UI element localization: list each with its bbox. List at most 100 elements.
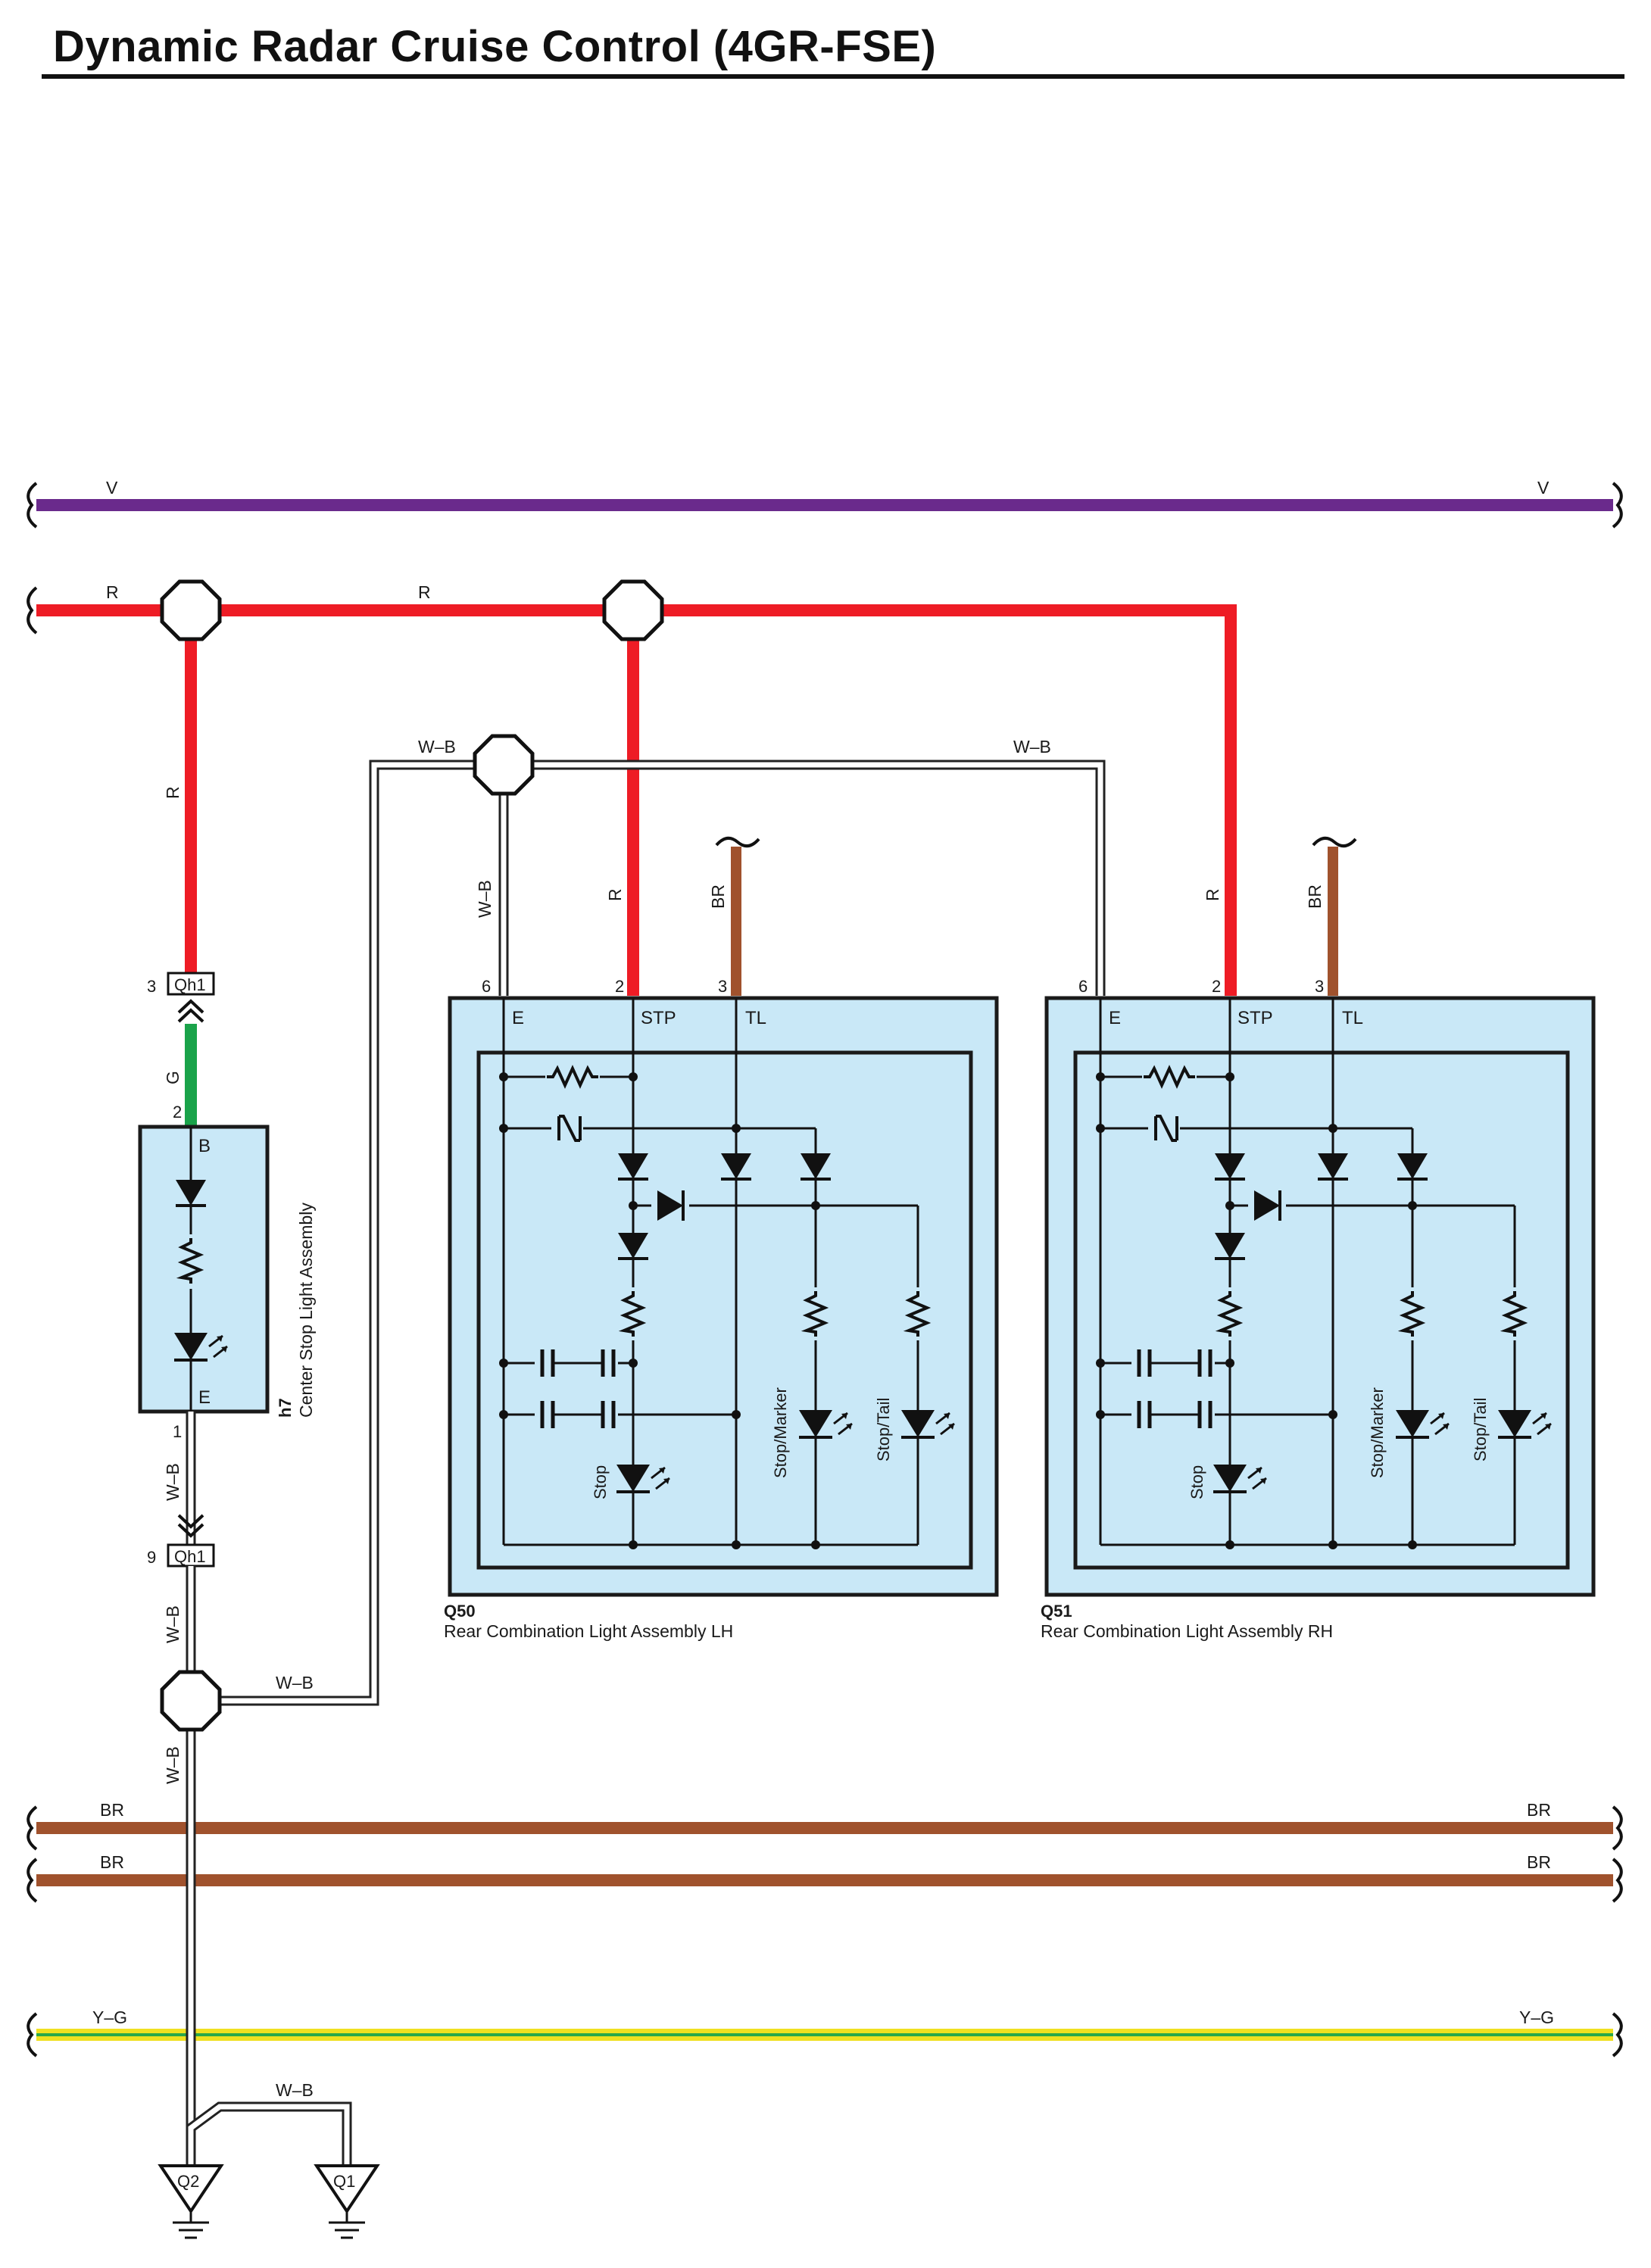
q51-internal-circuit: Stop Stop/Marker Stop/Tail (1096, 998, 1553, 1549)
connector-arrow-icon (177, 1523, 204, 1538)
bus-br-2: BR BR (27, 1852, 1623, 1903)
ground-symbol-icon (314, 2164, 380, 2214)
terminal-label: TL (745, 1008, 766, 1028)
wire-label: BR (1527, 1800, 1551, 1820)
wire-break-icon (1612, 482, 1623, 529)
pin-label: 2 (615, 977, 624, 996)
wire-label: R (418, 582, 431, 602)
wire-break-icon (1312, 836, 1357, 848)
wire-label: R (106, 582, 119, 602)
wire-break-icon (715, 836, 760, 848)
bulb-label: Stop/Marker (1368, 1387, 1387, 1478)
wire-label: W–B (1013, 737, 1051, 757)
component-code: Q51 (1041, 1602, 1072, 1621)
wire-label: W–B (163, 1746, 183, 1784)
terminal-label: E (512, 1008, 524, 1028)
wire-break-icon (27, 482, 38, 529)
wire-label: G (163, 1071, 183, 1084)
h7-branch: Qh1 3 G 2 B E h7 Center Stop Light Assem… (138, 972, 316, 2166)
wire-wb-top: W–B W–B W–B (191, 737, 1106, 1706)
wire-label: W–B (475, 880, 495, 918)
ground-label: Q1 (333, 2172, 355, 2191)
bulb-label: Stop/Marker (771, 1387, 790, 1478)
wire-label: W–B (418, 737, 456, 757)
terminal-label: TL (1342, 1008, 1363, 1028)
ground-symbol-icon (158, 2164, 224, 2214)
pin-label: 6 (482, 977, 491, 996)
bus-r: R R R R R (27, 582, 1237, 996)
pin-label: 3 (1315, 977, 1324, 996)
wire-label: BR (1527, 1852, 1551, 1872)
wire-label: V (106, 478, 118, 498)
wire-label: R (605, 888, 625, 901)
page-title: Dynamic Radar Cruise Control (4GR-FSE) (53, 22, 937, 71)
wire-break-icon (1612, 1858, 1623, 1903)
pin-label: 2 (1212, 977, 1221, 996)
wire-break-icon (1612, 1805, 1623, 1851)
ground-label: Q2 (177, 2172, 199, 2191)
junction-octagon-icon (162, 582, 220, 639)
wire-label: BR (100, 1852, 124, 1872)
wire-break-icon (27, 1805, 38, 1851)
junction-octagon-icon (475, 736, 532, 794)
component-name: Rear Combination Light Assembly LH (444, 1621, 733, 1641)
junction-octagon-icon (604, 582, 662, 639)
title-rule (42, 74, 1624, 79)
connector-qh1-bottom (167, 1543, 215, 1568)
connector-label: Qh1 (174, 1547, 206, 1566)
terminal-label: B (198, 1136, 211, 1156)
terminal-label: STP (1237, 1008, 1273, 1028)
component-code: h7 (276, 1398, 295, 1418)
ground-branch: W–B Q2 Q1 (158, 2080, 380, 2239)
wire-label: Y–G (1519, 2008, 1554, 2027)
q50-rear-combination-light-lh: 6 2 3 E STP TL (444, 977, 999, 1641)
wire-break-icon (27, 586, 38, 635)
wire-break-icon (27, 2012, 38, 2057)
pin-label: 2 (173, 1103, 182, 1122)
wire-label: V (1537, 478, 1550, 498)
q51-rear-combination-light-rh: 6 2 3 E STP TL (1041, 977, 1596, 1641)
wire-label: W–B (163, 1463, 183, 1501)
component-code: Q50 (444, 1602, 476, 1621)
wire-label: BR (1305, 884, 1325, 909)
connector-arrow-icon (177, 1514, 204, 1529)
terminal-label: STP (641, 1008, 676, 1028)
q50-internal-circuit: Stop Stop/Marker Stop/Tail (499, 998, 956, 1549)
wire-label: W–B (163, 1605, 183, 1643)
connector-arrow-icon (177, 1008, 204, 1023)
ground-q1: Q1 (314, 2164, 380, 2239)
component-name: Center Stop Light Assembly (296, 1203, 316, 1418)
connector-qh1-top (167, 972, 215, 996)
connector-arrow-icon (177, 999, 204, 1014)
pin-label: 3 (147, 977, 156, 996)
wire-break-icon (1612, 2012, 1623, 2057)
pin-label: 1 (173, 1422, 182, 1441)
wire-label: Y–G (92, 2008, 127, 2027)
wire-break-icon (27, 1858, 38, 1903)
wire-label: BR (100, 1800, 124, 1820)
pin-label: 3 (718, 977, 727, 996)
bus-yg: Y–G Y–G (27, 2008, 1623, 2057)
connector-label: Qh1 (174, 975, 206, 994)
junction-octagon-icon (162, 1672, 220, 1730)
pin-label: 6 (1078, 977, 1088, 996)
pin-label: 9 (147, 1548, 156, 1567)
bulb-label: Stop (591, 1465, 610, 1499)
wire-br-pigtails: BR BR (708, 836, 1357, 996)
bus-br-1: BR BR (27, 1800, 1623, 1851)
wire-label: W–B (276, 1673, 314, 1692)
component-name: Rear Combination Light Assembly RH (1041, 1621, 1333, 1641)
bulb-label: Stop/Tail (874, 1398, 893, 1462)
wire-label: W–B (276, 2080, 314, 2100)
bus-v: V V (27, 478, 1623, 529)
bulb-label: Stop/Tail (1471, 1398, 1490, 1462)
wire-label: R (163, 786, 183, 799)
bulb-label: Stop (1188, 1465, 1206, 1499)
wire-label: BR (708, 884, 728, 909)
ground-q2: Q2 (158, 2164, 224, 2239)
h7-center-stop-light (138, 1125, 270, 1414)
wire-label: R (1203, 888, 1222, 901)
terminal-label: E (1109, 1008, 1121, 1028)
terminal-label: E (198, 1387, 211, 1408)
